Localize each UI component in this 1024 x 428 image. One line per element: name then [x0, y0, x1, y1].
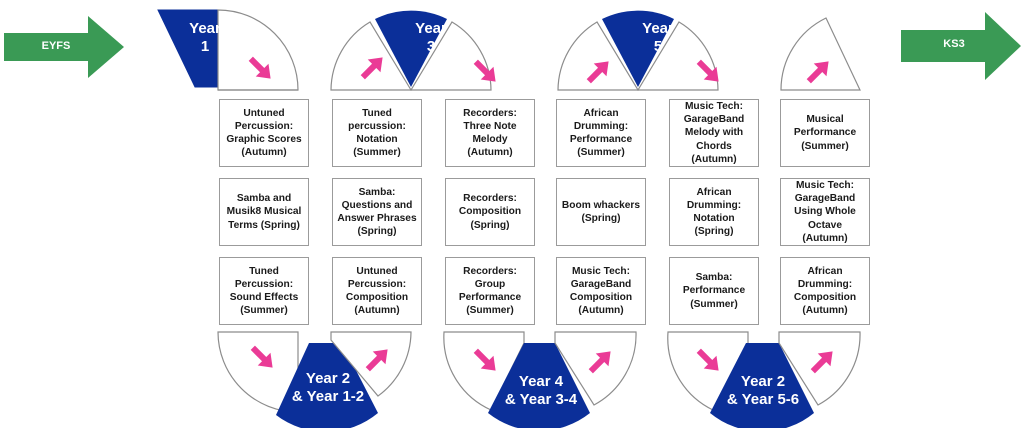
arrow-up-right-icon: [806, 61, 829, 84]
unit-box: Samba: Performance (Summer): [669, 257, 759, 325]
year-4-segment: [488, 343, 590, 428]
unit-box: African Drumming: Composition (Autumn): [780, 257, 870, 325]
year-4-label: Year 4& Year 3-4: [504, 373, 578, 408]
arrow-up-right-icon: [360, 57, 383, 80]
cap-1-segment: [217, 9, 299, 91]
year-2b-segment: [710, 343, 814, 428]
unit-box: African Drumming: Performance (Summer): [556, 99, 646, 167]
unit-box: Recorders: Three Note Melody (Autumn): [445, 99, 535, 167]
arrow-down-right-icon: [696, 348, 719, 371]
cap-3-left-segment: [557, 21, 640, 91]
unit-box: Recorders: Group Performance (Summer): [445, 257, 535, 325]
ks3-label: KS3: [943, 38, 965, 50]
unit-box: Tuned percussion: Notation (Summer): [332, 99, 422, 167]
cap-3-right-segment: [636, 21, 719, 91]
cap-4-segment: [780, 17, 861, 91]
unit-box: Music Tech: GarageBand Melody with Chord…: [669, 99, 759, 167]
arrow-up-right-icon: [586, 61, 609, 84]
year-2b-label: Year 2& Year 5-6: [726, 373, 800, 408]
year-5-segment: [602, 10, 674, 87]
cap-2-right-segment: [409, 21, 492, 91]
eyfs-label: EYFS: [41, 40, 71, 52]
unit-box: Untuned Percussion: Graphic Scores (Autu…: [219, 99, 309, 167]
unit-box: Music Tech: GarageBand Using Whole Octav…: [780, 178, 870, 246]
unit-box: African Drumming: Notation (Spring): [669, 178, 759, 246]
arrow-down-right-icon: [696, 59, 719, 82]
arrow-down-right-icon: [473, 348, 496, 371]
arrow-up-right-icon: [810, 351, 833, 374]
unit-box: Boom whackers (Spring): [556, 178, 646, 246]
unit-box: Samba: Questions and Answer Phrases (Spr…: [332, 178, 422, 246]
unit-box: Tuned Percussion: Sound Effects (Summer): [219, 257, 309, 325]
unit-box: Recorders: Composition (Spring): [445, 178, 535, 246]
ks3-arrow: [901, 12, 1021, 80]
arrow-up-right-icon: [588, 351, 611, 374]
unit-box: Samba and Musik8 Musical Terms (Spring): [219, 178, 309, 246]
year-2a-label: Year 2& Year 1-2: [291, 370, 365, 405]
unit-box: Music Tech: GarageBand Composition (Autu…: [556, 257, 646, 325]
eyfs-arrow: [4, 16, 124, 78]
unit-box: Musical Performance (Summer): [780, 99, 870, 167]
year-3-segment: [375, 10, 447, 88]
direction-arrows: [248, 56, 833, 374]
arrow-up-right-icon: [365, 349, 388, 372]
arrow-down-right-icon: [248, 56, 271, 79]
cap-2-left-segment: [330, 21, 413, 91]
arrow-down-right-icon: [473, 59, 496, 82]
unit-box: Untuned Percussion: Composition (Autumn): [332, 257, 422, 325]
arrow-down-right-icon: [250, 345, 273, 368]
